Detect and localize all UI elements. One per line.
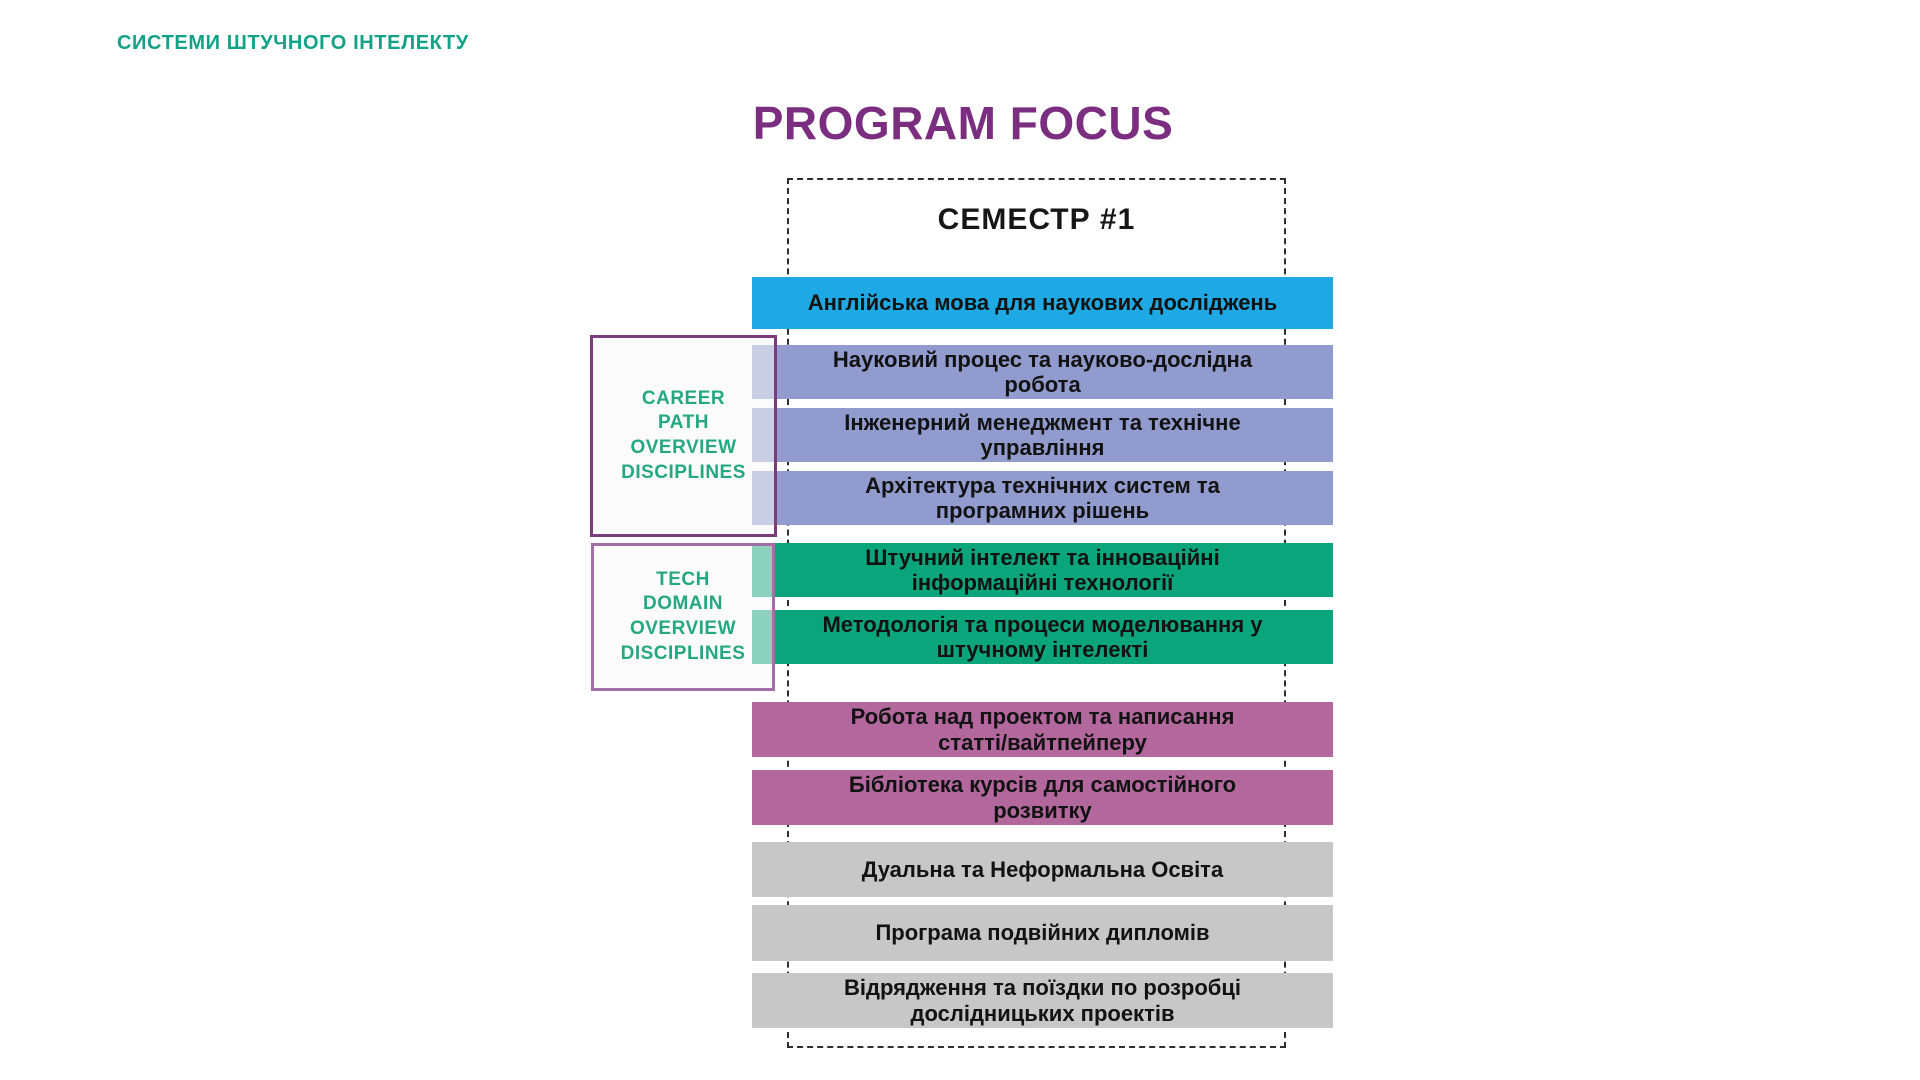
career-box-line: PATH	[658, 412, 709, 434]
slide-header: СИСТЕМИ ШТУЧНОГО ІНТЕЛЕКТУ	[117, 32, 469, 54]
course-bar-tech-2: Методологія та процеси моделювання у шту…	[752, 610, 1333, 664]
tech-domain-box: TECH DOMAIN OVERVIEW DISCIPLINES	[591, 543, 775, 691]
tech-box-line: TECH	[656, 568, 710, 590]
course-bar-english: Англійська мова для наукових досліджень	[752, 277, 1333, 329]
semester-title: СЕМЕСТР #1	[937, 203, 1136, 236]
course-bar-label: Дуальна та Неформальна Освіта	[861, 856, 1224, 882]
course-bar-tech-1: Штучний інтелект та інноваційні інформац…	[752, 543, 1333, 597]
career-box-line: CAREER	[641, 387, 726, 409]
course-bar-career-3: Архітектура технічних систем та програмн…	[752, 471, 1333, 525]
course-bar-label: Штучний інтелект та інноваційні інформац…	[865, 544, 1220, 595]
course-bar-project-1: Робота над проектом та написання статті/…	[752, 702, 1333, 757]
career-path-box-label: CAREER PATH OVERVIEW DISCIPLINES	[621, 387, 746, 486]
course-bar-label: Методологія та процеси моделювання у шту…	[822, 611, 1263, 662]
course-bar-label: Науковий процес та науково-дослідна робо…	[832, 346, 1253, 397]
course-bar-label: Програма подвійних дипломів	[875, 920, 1210, 946]
course-bar-label: Бібліотека курсів для самостійного розви…	[848, 772, 1237, 823]
career-path-box: CAREER PATH OVERVIEW DISCIPLINES	[590, 335, 777, 537]
tech-domain-box-label: TECH DOMAIN OVERVIEW DISCIPLINES	[621, 568, 746, 667]
course-bar-label: Архітектура технічних систем та програмн…	[865, 472, 1220, 523]
course-bar-label: Відрядження та поїздки по розробці дослі…	[843, 975, 1242, 1026]
course-bar-extra-1: Дуальна та Неформальна Освіта	[752, 842, 1333, 897]
course-bar-project-2: Бібліотека курсів для самостійного розви…	[752, 770, 1333, 825]
course-bar-label: Робота над проектом та написання статті/…	[850, 704, 1235, 755]
course-bar-career-2: Інженерний менеджмент та технічне управл…	[752, 408, 1333, 462]
career-box-line: DISCIPLINES	[621, 461, 746, 483]
page-title: PROGRAM FOCUS	[752, 97, 1174, 149]
course-bar-label: Англійська мова для наукових досліджень	[807, 290, 1278, 316]
tech-box-line: DOMAIN	[642, 593, 724, 615]
course-bar-extra-2: Програма подвійних дипломів	[752, 905, 1333, 961]
course-bar-career-1: Науковий процес та науково-дослідна робо…	[752, 345, 1333, 399]
career-box-line: OVERVIEW	[630, 437, 737, 458]
tech-box-line: DISCIPLINES	[620, 642, 746, 664]
course-bar-label: Інженерний менеджмент та технічне управл…	[844, 409, 1241, 460]
tech-box-line: OVERVIEW	[629, 618, 737, 639]
course-bar-extra-3: Відрядження та поїздки по розробці дослі…	[752, 973, 1333, 1028]
